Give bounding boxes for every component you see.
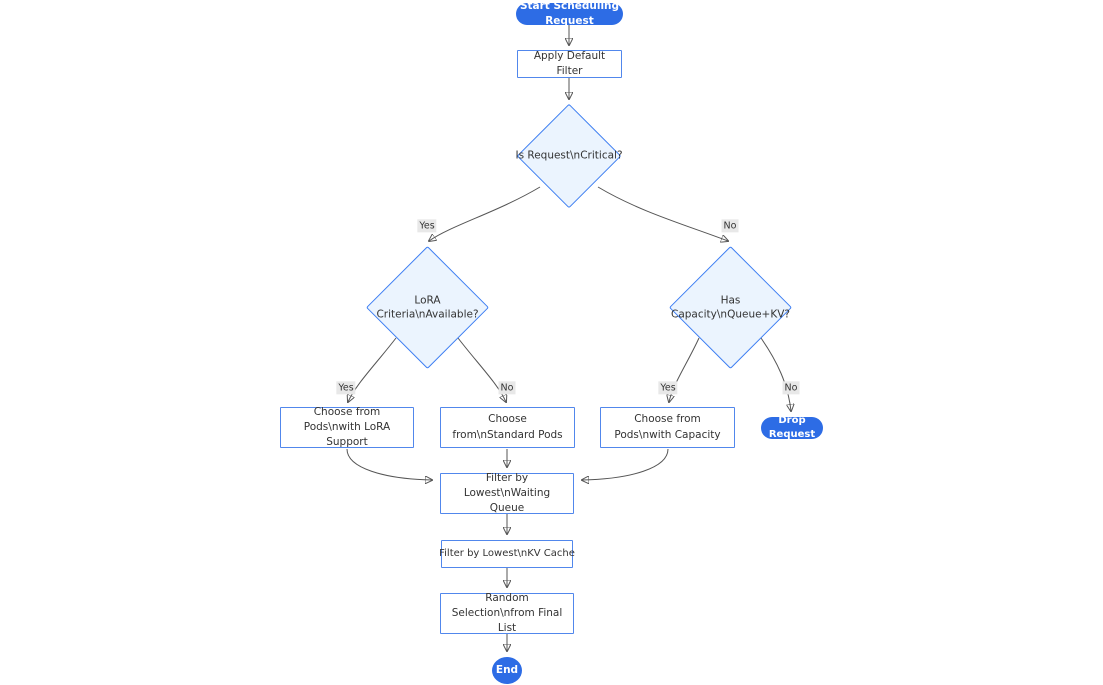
node-label: Has Capacity\nQueue+KV? [670, 293, 790, 321]
edge-lora-pods-to-waiting-queue [346, 448, 432, 480]
node-is-request-critical: Is Request\nCritical? [515, 103, 623, 209]
edge-is-critical-no [597, 186, 728, 241]
node-apply-default-filter: Apply Default Filter [517, 50, 622, 78]
edge-capacity-yes [669, 337, 700, 402]
edge-label-yes: Yes [417, 219, 437, 233]
node-filter-waiting-queue: Filter by Lowest\nWaiting Queue [440, 472, 574, 514]
node-start: Start Scheduling Request [516, 0, 623, 27]
node-lora-criteria-available: LoRA Criteria\nAvailable? [365, 245, 490, 370]
node-label: LoRA Criteria\nAvailable? [376, 293, 479, 321]
node-label: Is Request\nCritical? [515, 149, 623, 162]
edge-label-no: No [782, 381, 800, 395]
edge-is-critical-yes [429, 186, 541, 241]
edge-label-yes: Yes [336, 381, 356, 395]
edge-label-no: No [498, 381, 516, 395]
edge-capacity-no [760, 337, 791, 411]
node-end: End [492, 657, 522, 684]
edge-lora-yes [348, 337, 397, 402]
node-filter-kv-cache: Filter by Lowest\nKV Cache [439, 540, 575, 568]
edge-label-no: No [721, 219, 739, 233]
node-choose-pods-lora: Choose from Pods\nwith LoRA Support [280, 406, 414, 448]
node-random-selection: Random Selection\nfrom Final List [440, 592, 574, 634]
edge-label-yes: Yes [658, 381, 678, 395]
node-choose-standard-pods: Choose from\nStandard Pods [440, 407, 575, 448]
node-choose-pods-capacity: Choose from Pods\nwith Capacity [600, 407, 735, 448]
node-has-capacity-queue-kv: Has Capacity\nQueue+KV? [668, 245, 793, 370]
edge-capacity-pods-to-waiting-queue [582, 448, 669, 480]
node-drop-request: Drop Request [761, 415, 823, 440]
edge-lora-no [457, 337, 506, 402]
